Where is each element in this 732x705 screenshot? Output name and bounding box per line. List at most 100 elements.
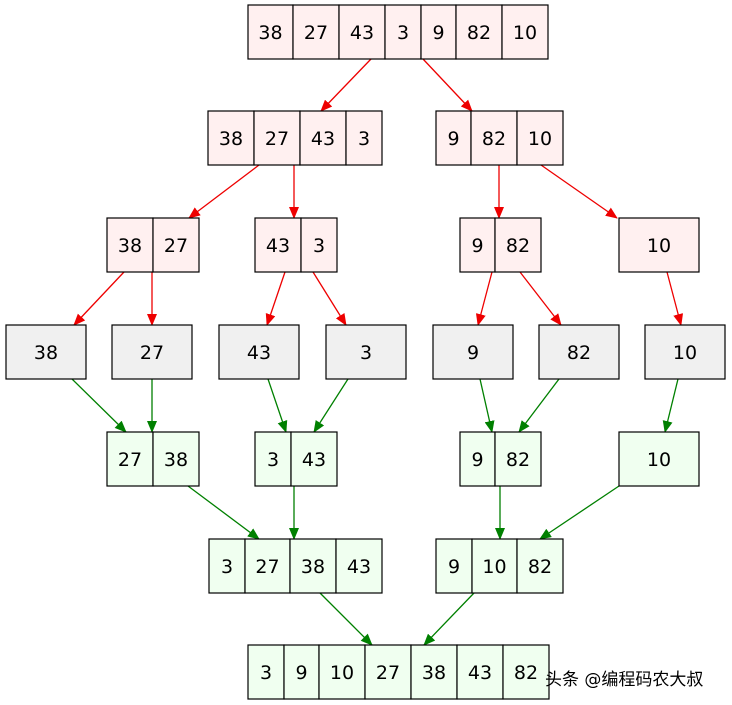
array-cell-box [318, 644, 366, 700]
array-cell-box [207, 110, 255, 166]
array-cell-box [345, 110, 383, 166]
array-cell-box [501, 4, 549, 60]
split-arrow-s2b-to-l3 [265, 271, 286, 326]
array-cell-value: 43 [311, 128, 335, 150]
array-cell-value: 10 [528, 128, 552, 150]
array-cell-value: 10 [513, 22, 537, 44]
merge-arrow-l6-to-m1c [518, 378, 560, 433]
array-cell-value: 27 [164, 235, 188, 257]
array-node-l5: 9 [432, 324, 514, 380]
array-cell-value: 9 [448, 556, 460, 578]
array-cell-box [618, 431, 700, 487]
split-arrow-s0-to-s1b [422, 58, 473, 112]
array-cell-box [338, 4, 386, 60]
array-cell-value: 10 [482, 556, 506, 578]
array-cell-value: 82 [506, 235, 530, 257]
array-cell-value: 9 [447, 128, 459, 150]
array-cell-box [106, 217, 154, 273]
array-cell-box [502, 644, 550, 700]
array-cell-box [335, 538, 383, 594]
array-cell-value: 10 [647, 235, 671, 257]
array-cell-box [247, 4, 294, 60]
array-cell-value: 27 [304, 22, 328, 44]
array-cell-box [455, 4, 503, 60]
array-cell-value: 82 [467, 22, 491, 44]
array-cell-value: 38 [219, 128, 243, 150]
array-cell-value: 3 [221, 556, 233, 578]
array-cell-value: 38 [34, 342, 58, 364]
split-arrow-s2a-to-l1 [73, 271, 125, 326]
split-arrow-s2d-to-l7 [666, 271, 684, 326]
array-cell-value: 27 [265, 128, 289, 150]
array-node-l3: 43 [218, 324, 300, 380]
array-node-l6: 82 [538, 324, 620, 380]
array-cell-value: 43 [302, 449, 326, 471]
array-cell-box [471, 538, 518, 594]
array-cell-box [254, 431, 292, 487]
array-cell-value: 9 [295, 662, 307, 684]
split-arrow-s1b-to-s2d [540, 164, 618, 219]
merge-arrow-l5-to-m1c [479, 378, 495, 433]
array-cell-box [247, 644, 285, 700]
array-cell-value: 38 [301, 556, 325, 578]
array-cell-value: 27 [255, 556, 279, 578]
array-cell-box [494, 217, 542, 273]
split-arrow-s0-to-s1a [320, 58, 372, 112]
array-cell-value: 27 [118, 449, 142, 471]
edges-layer [71, 58, 684, 646]
array-node-l1: 38 [5, 324, 87, 380]
array-cell-value: 10 [647, 449, 671, 471]
array-cell-box [5, 324, 87, 380]
merge-arrow-l4-to-m1b [313, 378, 349, 433]
array-cell-value: 9 [467, 342, 479, 364]
array-cell-box [516, 110, 564, 166]
split-arrow-s2c-to-l6 [519, 271, 562, 326]
array-cell-box [244, 538, 291, 594]
array-cell-value: 27 [140, 342, 164, 364]
array-node-s2d: 10 [618, 217, 700, 273]
merge-arrow-m2b-to-m3 [423, 592, 475, 646]
array-cell-value: 43 [247, 342, 271, 364]
array-cell-value: 10 [330, 662, 354, 684]
array-cell-box [283, 644, 320, 700]
merge-arrow-m2a-to-m3 [319, 592, 373, 646]
array-cell-value: 9 [432, 22, 444, 44]
array-cell-box [384, 4, 422, 60]
array-node-m2b: 9 10 82 [435, 538, 564, 594]
array-cell-box [152, 217, 200, 273]
array-cell-value: 9 [471, 449, 483, 471]
array-cell-box [618, 217, 700, 273]
split-arrow-s1a-to-s2a [188, 164, 260, 219]
array-cell-box [435, 538, 473, 594]
array-cell-value: 3 [360, 342, 372, 364]
array-cell-box [435, 110, 472, 166]
array-cell-box [111, 324, 193, 380]
array-cell-value: 10 [673, 342, 697, 364]
array-cell-value: 43 [347, 556, 371, 578]
array-cell-box [208, 538, 246, 594]
array-cell-box [644, 324, 726, 380]
array-node-m1a: 27 38 [106, 431, 200, 487]
merge-arrow-l3-to-m1b [267, 378, 288, 433]
array-node-s1b: 9 82 10 [435, 110, 564, 166]
array-cell-value: 82 [528, 556, 552, 578]
array-cell-value: 43 [350, 22, 374, 44]
merge-arrow-l1-to-m1a [71, 378, 127, 433]
array-node-l7: 10 [644, 324, 726, 380]
array-cell-box [290, 431, 338, 487]
array-cell-value: 82 [506, 449, 530, 471]
watermark-text: 头条 @编程码农大叔 [545, 670, 703, 690]
array-cell-box [516, 538, 564, 594]
array-cell-value: 3 [397, 22, 409, 44]
array-cell-value: 38 [164, 449, 188, 471]
merge-arrow-l7-to-m1d [662, 378, 679, 433]
array-node-l2: 27 [111, 324, 193, 380]
array-cell-box [292, 4, 340, 60]
array-cell-value: 3 [313, 235, 325, 257]
array-cell-value: 82 [482, 128, 506, 150]
